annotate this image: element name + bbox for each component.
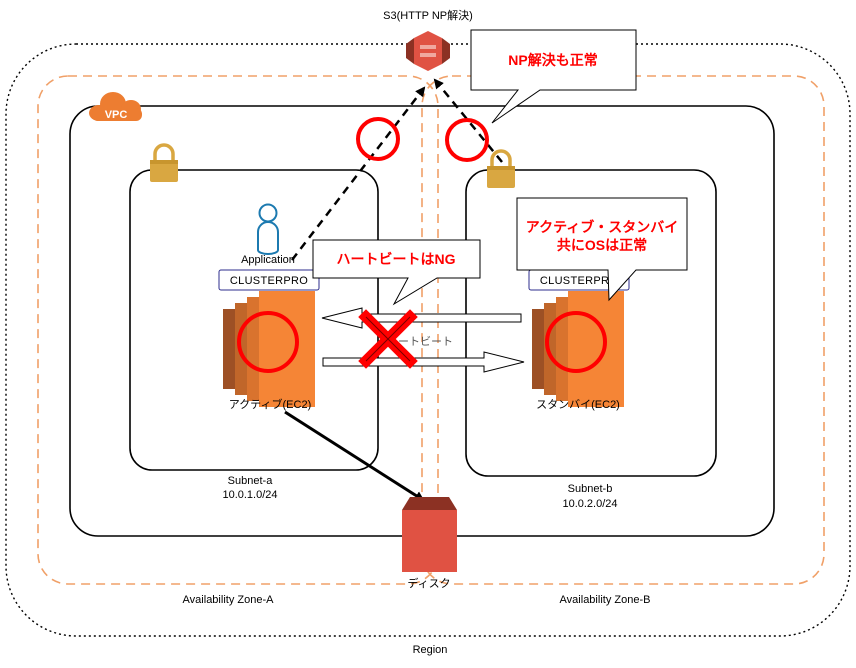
subnet-b-name: Subnet-b bbox=[568, 483, 613, 495]
disk-icon bbox=[402, 497, 457, 572]
np-check-line-standby bbox=[433, 78, 503, 163]
clusterpro-label-a: CLUSTERPRO bbox=[230, 275, 308, 287]
callout-np-ok-text: NP解決も正常 bbox=[508, 52, 597, 68]
az-a-boundary bbox=[37, 75, 439, 585]
az-b-label: Availability Zone-B bbox=[560, 594, 651, 606]
clusterpro-label-b: CLUSTERPRO bbox=[540, 275, 618, 287]
np-ok-mark-b bbox=[445, 118, 489, 162]
subnet-b-box bbox=[465, 169, 717, 477]
s3-label: S3(HTTP NP解決) bbox=[383, 8, 473, 22]
heartbeat-failure-cross-icon bbox=[358, 309, 418, 369]
az-a-label: Availability Zone-A bbox=[183, 594, 275, 606]
standby-ec2-icon bbox=[532, 291, 624, 407]
active-ec2-icon bbox=[223, 291, 315, 407]
callout-np-ok bbox=[470, 29, 637, 124]
heartbeat-arrow-left bbox=[321, 307, 522, 329]
lock-icon bbox=[487, 149, 515, 188]
np-ok-mark-a bbox=[356, 117, 400, 161]
s3-bucket-icon bbox=[406, 31, 450, 71]
region-label: Region bbox=[413, 644, 448, 656]
heartbeat-arrow-right bbox=[322, 351, 525, 373]
vpc-cloud-icon: VPC bbox=[89, 92, 142, 121]
callout-heartbeat-ng-text: ハートビートはNG bbox=[337, 251, 456, 267]
application-user-icon bbox=[257, 203, 279, 255]
callout-os-ok bbox=[516, 197, 688, 302]
disk-connection-line bbox=[284, 410, 425, 502]
np-check-line-active bbox=[291, 86, 426, 261]
vpc-label: VPC bbox=[105, 109, 128, 121]
active-ec2-label: アクティブ(EC2) bbox=[229, 397, 312, 411]
subnet-a-cidr: 10.0.1.0/24 bbox=[222, 489, 277, 501]
callout-heartbeat-ng bbox=[312, 239, 481, 306]
callout-os-ok-line2: 共にOSは正常 bbox=[557, 237, 647, 253]
lock-icon bbox=[150, 143, 178, 182]
subnet-b-cidr: 10.0.2.0/24 bbox=[562, 498, 617, 510]
heartbeat-label: ハートビート bbox=[387, 335, 453, 348]
callout-os-ok-line1: アクティブ・スタンバイ bbox=[526, 219, 678, 235]
clusterpro-tag-a bbox=[218, 269, 320, 291]
subnet-a-name: Subnet-a bbox=[228, 475, 274, 487]
standby-ec2-label: スタンバイ(EC2) bbox=[536, 398, 620, 411]
disk-label: ディスク bbox=[407, 576, 450, 590]
application-label: Application bbox=[241, 254, 295, 266]
